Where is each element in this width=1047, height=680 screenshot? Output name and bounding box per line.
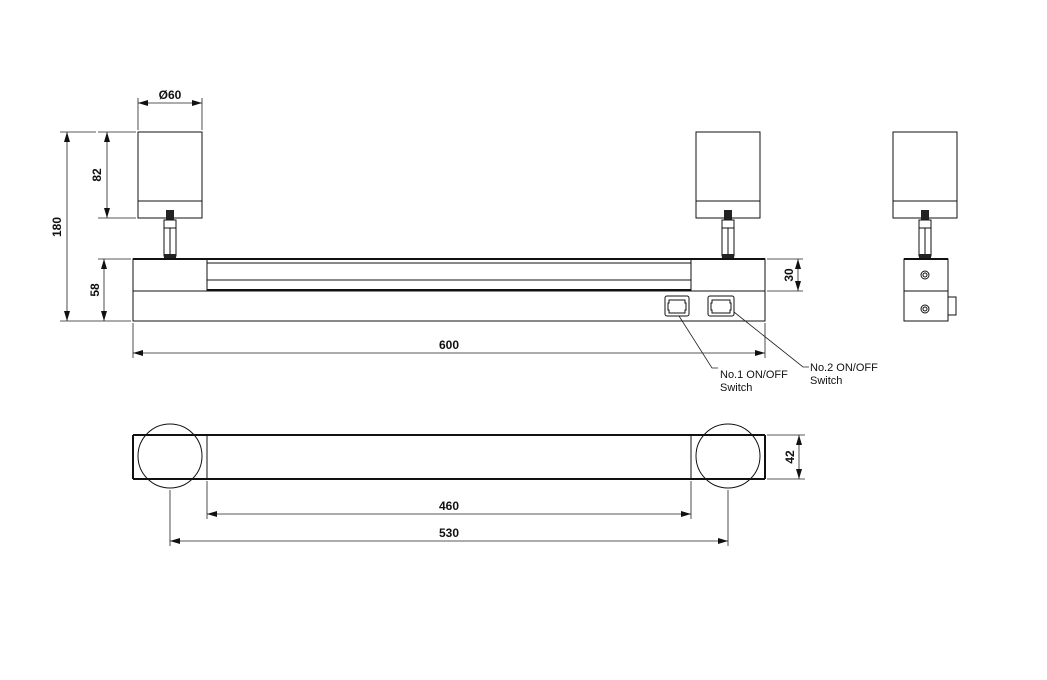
svg-text:Ø60: Ø60 [159, 88, 182, 102]
dim-head-diameter: Ø60 [137, 88, 203, 130]
svg-text:180: 180 [50, 217, 64, 237]
callout-switch-1-line2: Switch [720, 382, 752, 394]
callout-switch-1-line1: No.1 ON/OFF [720, 369, 788, 381]
dim-total-height: 180 [50, 131, 131, 322]
left-spotlight-head [137, 131, 203, 219]
dim-body-height: 58 [88, 258, 131, 321]
top-view: 42 460 530 [132, 423, 805, 546]
dim-width: 42 [767, 434, 805, 480]
callout-switch-2-line1: No.2 ON/OFF [810, 362, 878, 374]
svg-text:42: 42 [783, 450, 797, 464]
dim-head-spacing: 530 [169, 490, 729, 546]
svg-text:58: 58 [88, 283, 102, 297]
svg-text:600: 600 [439, 338, 459, 352]
front-view: No.1 ON/OFF Switch No.2 ON/OFF Switch Ø6… [50, 88, 878, 394]
right-spotlight-head [695, 131, 761, 219]
switch-1 [664, 295, 690, 317]
fixture-body [132, 258, 766, 322]
dim-inner-length: 460 [206, 481, 692, 519]
svg-text:460: 460 [439, 499, 459, 513]
svg-text:30: 30 [782, 268, 796, 282]
svg-text:530: 530 [439, 526, 459, 540]
left-stem [163, 210, 177, 258]
dim-upper-body-height: 30 [767, 258, 803, 292]
switch-2 [707, 295, 735, 317]
right-stem [721, 210, 735, 258]
left-head-topview [137, 423, 203, 489]
svg-text:82: 82 [90, 168, 104, 182]
right-head-topview [695, 423, 761, 489]
dim-total-length: 600 [132, 323, 766, 358]
callout-switch-2-line2: Switch [810, 375, 842, 387]
dim-head-height: 82 [90, 131, 136, 219]
side-view [892, 131, 958, 322]
